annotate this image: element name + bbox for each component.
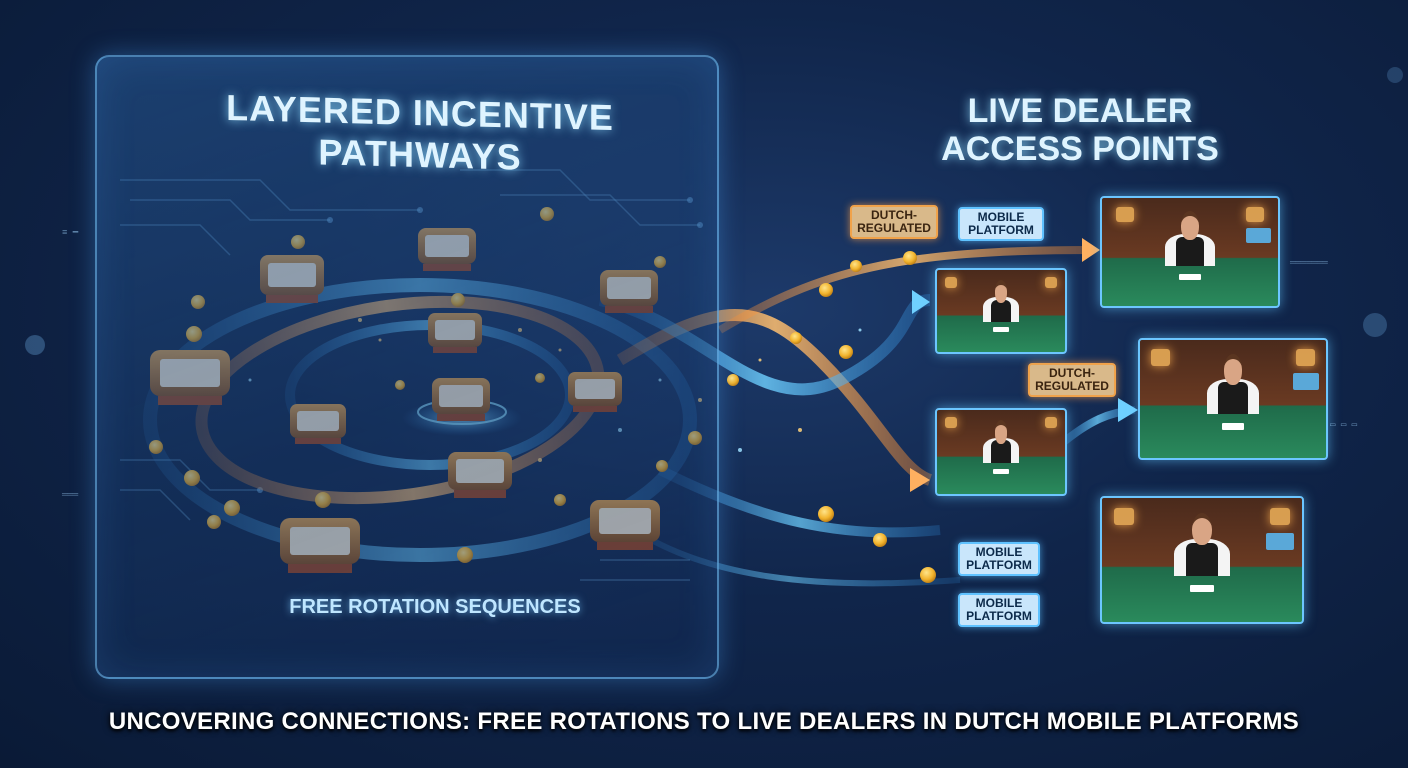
right-title-line2: ACCESS POINTS	[941, 130, 1219, 168]
hud-marker: ▭ ▭ ▭	[1330, 420, 1358, 430]
dealer-feed-icon	[935, 408, 1067, 496]
dutch-regulated-badge: DUTCH- REGULATED	[850, 205, 938, 239]
dealer-feed-icon	[1100, 196, 1280, 308]
mobile-platform-badge: MOBILE PLATFORM	[958, 542, 1040, 576]
dealer-feed-icon	[1100, 496, 1304, 624]
dutch-regulated-badge: DUTCH- REGULATED	[1028, 363, 1116, 397]
panel-title: LAYERED INCENTIVE PATHWAYS	[226, 86, 614, 178]
hud-marker: ═══════	[1290, 258, 1328, 268]
dealer-feed-icon	[935, 268, 1067, 354]
mobile-platform-badge: MOBILE PLATFORM	[958, 593, 1040, 627]
mobile-platform-badge: MOBILE PLATFORM	[958, 207, 1044, 241]
panel-subtitle: FREE ROTATION SEQUENCES	[289, 596, 581, 618]
hud-marker: ═══	[62, 490, 79, 500]
right-title-line1: LIVE DEALER	[967, 92, 1193, 130]
footer-caption: UNCOVERING CONNECTIONS: FREE ROTATIONS T…	[108, 708, 1300, 735]
arrow-icon	[910, 238, 1138, 492]
dealer-feed-icon	[1138, 338, 1328, 460]
right-title: LIVE DEALER ACCESS POINTS	[925, 92, 1235, 168]
incentive-panel	[95, 55, 719, 679]
hud-marker: ≡ ━	[62, 228, 79, 238]
